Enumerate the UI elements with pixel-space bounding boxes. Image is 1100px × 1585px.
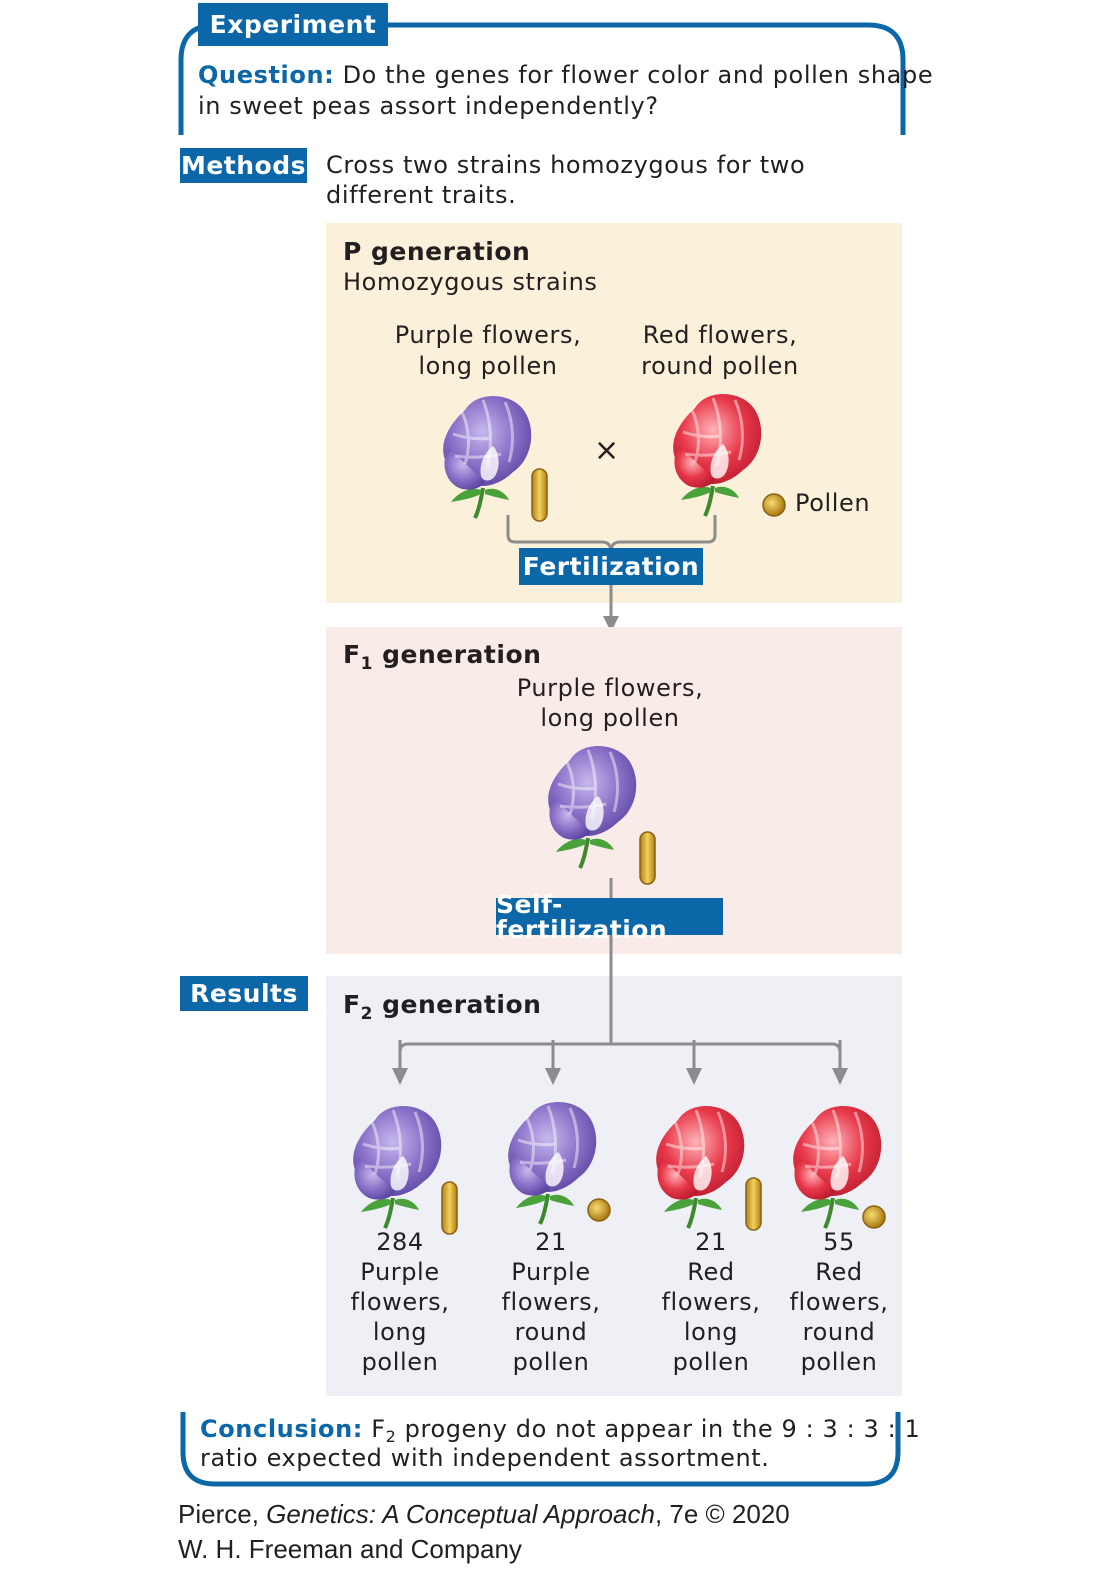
progeny-line: pollen [800,1348,878,1376]
experiment-frame [178,22,906,135]
p-generation-panel [326,223,902,603]
parent2-label-line2: round pollen [641,352,799,380]
progeny-count: 21 [695,1228,727,1256]
conclusion-line2: ratio expected with independent assortme… [200,1444,770,1472]
progeny-line: long [683,1318,739,1346]
pollen-label: Pollen [795,489,871,517]
f1-label-line1: Purple flowers, [516,674,704,702]
progeny-line: flowers, [789,1288,889,1316]
progeny-line: Red [815,1258,863,1286]
parent2-label-line1: Red flowers, [642,321,798,349]
conclusion-line1: Conclusion: F2 progeny do not appear in … [200,1415,921,1446]
progeny-line: Red [687,1258,735,1286]
credit-line1: Pierce, Genetics: A Conceptual Approach,… [178,1499,790,1529]
credit-line2: W. H. Freeman and Company [178,1534,522,1564]
round-pollen-icon [587,1198,611,1222]
results-label: Results [180,976,308,1011]
methods-label: Methods [180,148,307,183]
progeny-count: 284 [376,1228,424,1256]
methods-line2: different traits. [326,181,517,209]
long-pollen-icon [531,468,548,522]
progeny-line: pollen [672,1348,750,1376]
round-pollen-icon [862,1205,886,1229]
progeny-line: pollen [512,1348,590,1376]
progeny-line: round [802,1318,876,1346]
p-generation-subtitle: Homozygous strains [343,268,598,296]
cross-symbol: × [594,433,620,468]
f1-generation-title: F1 generation [343,640,542,674]
progeny-line: pollen [361,1348,439,1376]
long-pollen-icon [745,1177,762,1231]
progeny-line: Purple [360,1258,440,1286]
red-flower-icon [654,1103,747,1230]
parent1-label-line2: long pollen [418,352,558,380]
p-generation-title: P generation [343,237,531,266]
progeny-line: flowers, [350,1288,450,1316]
conclusion-frame [180,1412,901,1487]
f2-generation-title: F2 generation [343,990,542,1024]
purple-flower-icon [351,1103,444,1230]
progeny-count: 55 [823,1228,855,1256]
long-pollen-icon [639,831,656,885]
question-label: Question: [198,61,335,89]
question-line2: in sweet peas assort independently? [198,92,659,120]
experiment-label: Experiment [198,3,388,46]
self-fertilization-label: Self-fertilization [496,892,723,942]
question-line1: Question: Do the genes for flower color … [198,61,934,89]
f1-label-line2: long pollen [540,704,680,732]
progeny-line: Purple [511,1258,591,1286]
conclusion-label: Conclusion: [200,1415,364,1443]
f2-branch-arrows [392,976,848,1085]
parent1-label-line1: Purple flowers, [394,321,582,349]
progeny-line: flowers, [501,1288,601,1316]
long-pollen-icon [441,1181,458,1235]
round-pollen-icon [762,493,786,517]
methods-line1: Cross two strains homozygous for two [326,151,806,179]
progeny-line: round [514,1318,588,1346]
fertilization-label: Fertilization [519,548,703,585]
progeny-line: flowers, [661,1288,761,1316]
progeny-line: long [372,1318,428,1346]
progeny-count: 21 [535,1228,567,1256]
